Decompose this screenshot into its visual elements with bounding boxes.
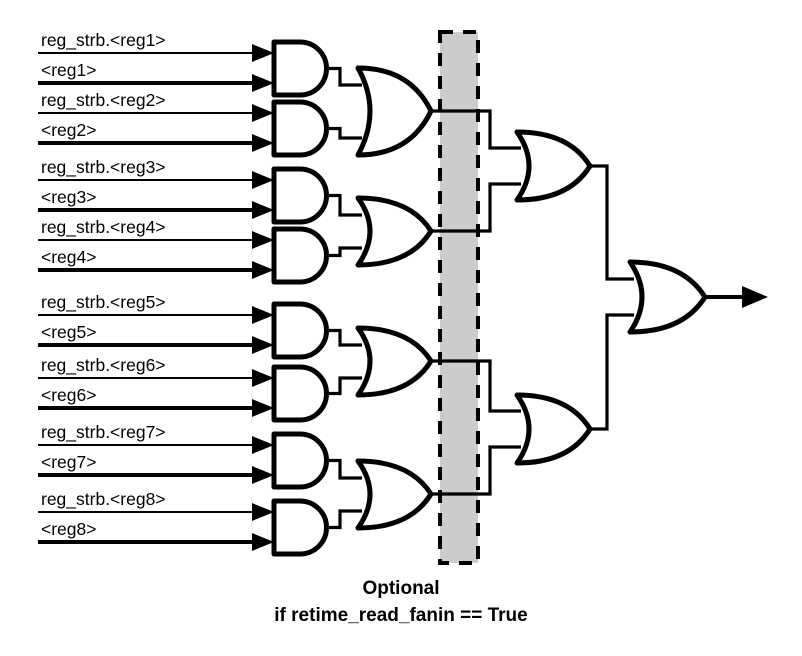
wire-or2lower-to-final [590,313,634,431]
label-data-4: <reg4> [41,247,97,267]
output-wire [705,286,768,308]
wire-and4-to-or2 [327,246,362,258]
input-arrow-data-1 [252,74,274,92]
input-arrow-data-4 [252,261,274,279]
input-arrow-strobe-4 [252,231,274,249]
and-gate-5 [271,301,329,360]
wire-or4-to-or2lower [431,445,521,496]
wire-or1-to-or2upper [431,109,521,150]
or-gates-level2 [514,129,593,466]
label-strobe-3: reg_strb.<reg3> [41,157,166,177]
wire-and3-to-or2 [327,193,362,217]
input-arrow-strobe-2 [252,104,274,122]
and-gate-4 [271,226,329,285]
and-gate-1 [271,39,329,98]
label-strobe-2: reg_strb.<reg2> [41,90,166,110]
wire-and7-to-or4 [327,458,362,480]
wire-and8-to-or4 [327,509,362,530]
label-data-8: <reg8> [41,519,97,539]
input-arrow-data-3 [252,201,274,219]
input-arrow-strobe-1 [252,44,274,62]
input-arrow-strobe-7 [252,436,274,454]
input-arrow-data-2 [252,134,274,152]
or-gate-final [627,259,708,335]
wire-or2-to-or2upper [431,182,521,233]
or-gate-level1-1 [355,65,434,158]
or-gate-level2-lower [514,392,593,466]
and-to-or1-wires [327,66,362,530]
or-gate-level1-3 [355,325,434,398]
input-arrow-strobe-3 [252,171,274,189]
wire-or2upper-to-final [590,164,634,281]
input-arrow-data-5 [252,336,274,354]
label-data-3: <reg3> [41,187,97,207]
wire-and6-to-or3 [327,376,362,396]
and-gate-8 [271,498,329,557]
or2-to-final-wires [590,164,634,431]
or1-to-or2-wires [431,109,521,496]
output-arrow-icon [742,286,768,308]
and-gate-2 [271,99,329,158]
input-arrow-strobe-6 [252,369,274,387]
label-strobe-8: reg_strb.<reg8> [41,489,166,509]
label-strobe-1: reg_strb.<reg1> [41,30,166,50]
optional-retiming-box [438,30,480,565]
and-gate-7 [271,431,329,490]
wire-and2-to-or1 [327,126,362,140]
label-data-6: <reg6> [41,385,97,405]
wire-or3-to-or2lower [431,359,521,413]
or-gate-level1-2 [355,195,434,268]
label-strobe-7: reg_strb.<reg7> [41,422,166,442]
input-wires [38,44,274,551]
and-gate-6 [271,364,329,423]
and-gate-3 [271,166,329,225]
label-data-2: <reg2> [41,120,97,140]
or-gate-level2-upper [514,129,593,203]
or-gates-level1 [355,65,434,531]
wire-and5-to-or3 [327,328,362,347]
optional-caption-line2: if retime_read_fanin == True [274,605,528,626]
label-data-1: <reg1> [41,60,97,80]
label-data-7: <reg7> [41,452,97,472]
input-arrow-data-6 [252,399,274,417]
optional-caption-line1: Optional [362,578,440,599]
input-arrow-strobe-8 [252,503,274,521]
input-arrow-strobe-5 [252,306,274,324]
or-gate-level1-4 [355,458,434,531]
and-gates [271,39,329,557]
input-arrow-data-8 [252,533,274,551]
label-strobe-4: reg_strb.<reg4> [41,217,166,237]
input-arrow-data-7 [252,466,274,484]
label-strobe-6: reg_strb.<reg6> [41,355,166,375]
label-data-5: <reg5> [41,322,97,342]
label-strobe-5: reg_strb.<reg5> [41,292,166,312]
wire-and1-to-or1 [327,66,362,87]
